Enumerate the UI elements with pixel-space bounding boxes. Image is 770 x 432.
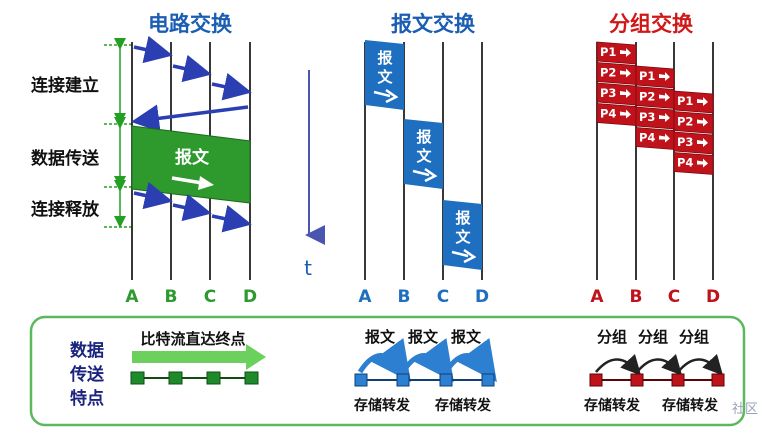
phase-label-release: 连接释放 xyxy=(31,199,100,220)
packet-arrow-icon xyxy=(620,68,631,78)
svg-text:文: 文 xyxy=(455,228,471,246)
packet-arrow-icon xyxy=(659,92,670,102)
packet-node-d: D xyxy=(706,287,720,307)
packet-store-forward-2: 存储转发 xyxy=(662,397,719,414)
packet-feature-curves xyxy=(595,354,724,376)
packet-label: P1 xyxy=(639,69,655,83)
packet-label: P1 xyxy=(677,94,693,108)
circuit-feature-label: 比特流直达终点 xyxy=(140,330,245,348)
packet-node-c: C xyxy=(668,287,680,307)
message-store-forward-2: 存储转发 xyxy=(435,397,492,414)
packet-p1-hop-3: P1 xyxy=(673,90,714,114)
packet-arrow-icon xyxy=(659,133,670,143)
phase-label-transfer: 数据传送 xyxy=(31,148,100,169)
packet-feature-label-3: 分组 xyxy=(679,328,709,346)
packet-p2-hop-2: P2 xyxy=(635,86,675,109)
packet-label: P1 xyxy=(600,45,616,59)
packet-arrow-icon xyxy=(697,97,708,106)
packet-p1-hop-1: P1 xyxy=(596,41,637,65)
phase-label-setup: 连接建立 xyxy=(31,75,99,96)
packet-label: P3 xyxy=(639,110,655,124)
packet-p3-hop-1: P3 xyxy=(596,82,637,106)
message-node-c: C xyxy=(437,287,449,307)
svg-text:报: 报 xyxy=(377,49,392,67)
svg-text:报: 报 xyxy=(416,128,431,146)
svg-text:报: 报 xyxy=(455,209,470,227)
message-feature-label-1: 报文 xyxy=(365,328,396,346)
features-title-line-1: 数据 xyxy=(70,340,104,361)
circuit-setup-arrows xyxy=(131,35,252,133)
packet-node-b: B xyxy=(630,287,643,307)
svg-text:文: 文 xyxy=(416,147,432,165)
packet-label: P4 xyxy=(677,156,693,170)
packet-store-forward-1: 存储转发 xyxy=(584,397,641,414)
packet-p4-hop-2: P4 xyxy=(635,127,675,150)
message-node-d: D xyxy=(475,287,489,307)
packet-p2-hop-3: P2 xyxy=(673,111,714,134)
packet-p2-hop-1: P2 xyxy=(596,62,637,85)
watermark: 社区 xyxy=(732,401,758,417)
packet-p1-hop-2: P1 xyxy=(635,65,675,89)
message-feature-label-3: 报文 xyxy=(451,328,482,346)
packet-arrow-icon xyxy=(659,72,670,81)
packet-arrow-icon xyxy=(620,109,631,119)
message-node-a: A xyxy=(358,287,372,307)
packet-arrow-icon xyxy=(620,48,631,57)
packet-arrow-icon xyxy=(697,158,708,168)
packet-label: P3 xyxy=(677,135,693,149)
svg-text:文: 文 xyxy=(377,68,393,86)
packet-node-a: A xyxy=(590,287,604,307)
time-axis-label: t xyxy=(304,256,312,280)
packet-feature-label-1: 分组 xyxy=(597,328,627,346)
phase-brackets xyxy=(104,38,132,228)
message-block-1: 报 文 xyxy=(365,40,404,110)
circuit-node-d: D xyxy=(243,287,257,307)
circuit-switching-title: 电路交换 xyxy=(148,12,233,36)
message-feature-curves xyxy=(357,338,497,383)
circuit-node-b: B xyxy=(165,287,178,307)
packet-label: P2 xyxy=(600,66,616,80)
circuit-node-a: A xyxy=(125,287,139,307)
features-title-line-2: 传送 xyxy=(69,364,105,385)
message-block-2: 报 文 xyxy=(404,119,443,189)
circuit-feature-arrow xyxy=(132,344,266,370)
packet-label: P4 xyxy=(639,131,655,145)
packet-p4-hop-1: P4 xyxy=(596,103,637,126)
packet-arrow-icon xyxy=(659,113,670,122)
message-switching-title: 报文交换 xyxy=(391,12,476,36)
packet-label: P2 xyxy=(677,115,693,129)
circuit-band-label: 报文 xyxy=(175,147,210,168)
message-store-forward-1: 存储转发 xyxy=(354,397,411,414)
packet-label: P3 xyxy=(600,86,616,100)
features-title-line-3: 特点 xyxy=(70,388,104,409)
message-feature-label-2: 报文 xyxy=(408,328,439,346)
packet-label: P2 xyxy=(639,90,655,104)
packet-p4-hop-3: P4 xyxy=(673,152,714,175)
packet-arrow-icon xyxy=(697,117,708,127)
circuit-band-arrow xyxy=(171,176,214,190)
packet-p3-hop-3: P3 xyxy=(673,131,714,155)
circuit-release-arrows xyxy=(133,181,252,233)
packet-feature-label-2: 分组 xyxy=(638,328,668,346)
message-node-b: B xyxy=(398,287,411,307)
circuit-node-c: C xyxy=(204,287,216,307)
packet-label: P4 xyxy=(600,107,616,121)
packet-arrow-icon xyxy=(620,89,631,98)
packet-p3-hop-2: P3 xyxy=(635,106,675,130)
packet-switching-title: 分组交换 xyxy=(609,12,694,36)
packet-arrow-icon xyxy=(697,138,708,147)
message-block-3: 报 文 xyxy=(443,200,482,270)
